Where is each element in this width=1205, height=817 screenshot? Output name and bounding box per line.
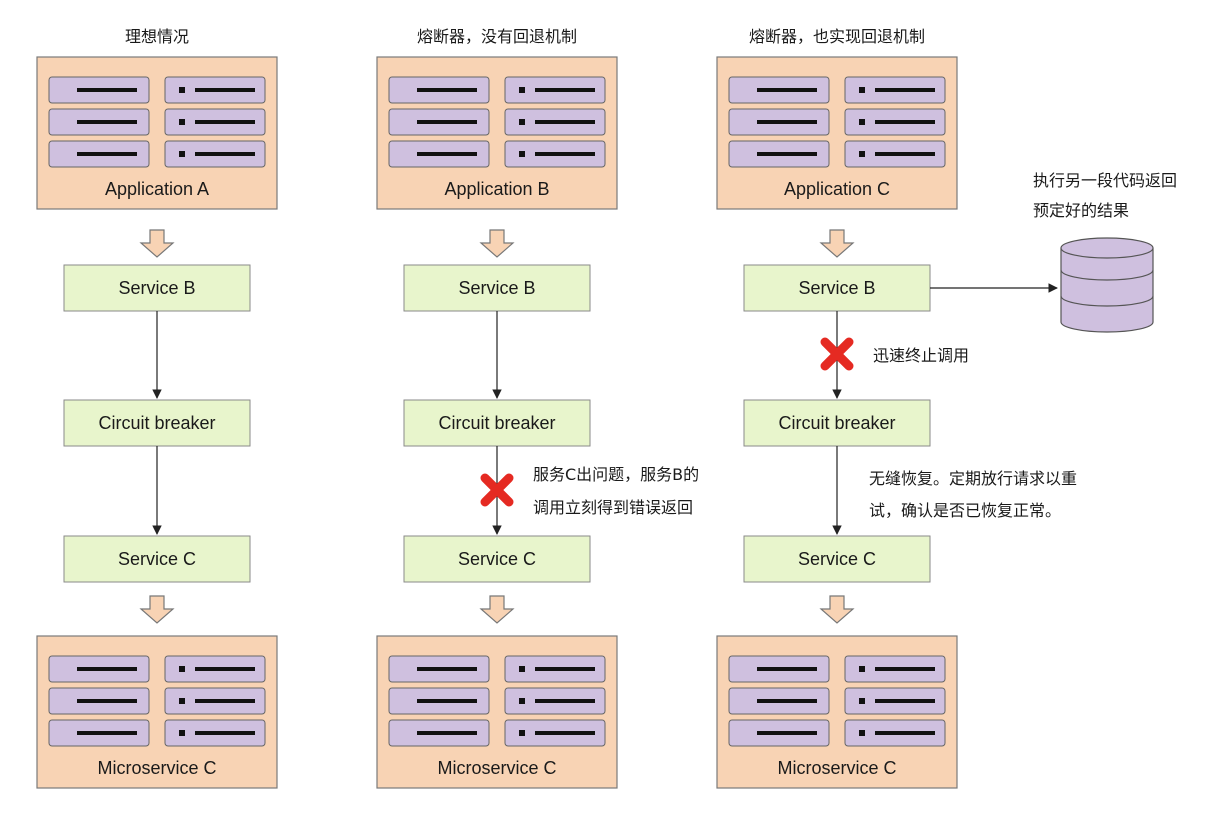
failure-note: 服务C出问题，服务B的 — [533, 465, 699, 484]
server-slot — [388, 108, 490, 136]
application-server: Application C — [716, 56, 958, 210]
flow-arrow — [139, 595, 175, 624]
error-x-icon — [480, 473, 514, 507]
circuit-breaker-box-label: Circuit breaker — [438, 413, 555, 433]
server-slot — [504, 140, 606, 168]
server-slot — [844, 719, 946, 747]
flow-arrow — [819, 595, 855, 624]
flow-arrow — [479, 595, 515, 624]
service-c-box-label: Service C — [118, 549, 196, 569]
service-b-box-label: Service B — [798, 278, 875, 298]
server-slot — [504, 76, 606, 104]
failure-note: 迅速终止调用 — [873, 346, 969, 365]
circuit-breaker-box: Circuit breaker — [403, 399, 591, 447]
column-title: 理想情况 — [125, 27, 189, 46]
server-slot — [48, 655, 150, 683]
application-server: Application B — [376, 56, 618, 210]
server-slot — [164, 76, 266, 104]
diagram-column-2: 熔断器，没有回退机制 Application B Service B Circuit … — [376, 27, 699, 789]
service-c-box-label: Service C — [458, 549, 536, 569]
server-slot — [844, 76, 946, 104]
column-title: 熔断器，也实现回退机制 — [749, 27, 925, 46]
server-slot — [164, 719, 266, 747]
server-slot — [728, 108, 830, 136]
diagram-column-1: 理想情况 Application A Service B Circuit breake… — [36, 27, 278, 789]
server-slot — [844, 140, 946, 168]
flow-arrow — [479, 229, 515, 258]
microservice-server-label: Microservice C — [777, 758, 896, 778]
server-slot — [504, 687, 606, 715]
microservice-server: Microservice C — [36, 635, 278, 789]
database-icon — [1060, 237, 1154, 333]
circuit-breaker-box-label: Circuit breaker — [98, 413, 215, 433]
server-slot — [164, 687, 266, 715]
service-b-box: Service B — [403, 264, 591, 312]
diagram-column-3: 熔断器，也实现回退机制 Application C Service B Circuit… — [716, 27, 1177, 789]
server-slot — [388, 140, 490, 168]
recovery-note: 试，确认是否已恢复正常。 — [869, 501, 1061, 520]
server-slot — [388, 76, 490, 104]
microservice-server-label: Microservice C — [97, 758, 216, 778]
server-slot — [388, 687, 490, 715]
fallback-note: 预定好的结果 — [1033, 201, 1129, 220]
server-slot — [728, 140, 830, 168]
circuit-breaker-box: Circuit breaker — [63, 399, 251, 447]
recovery-note: 无缝恢复。定期放行请求以重 — [869, 469, 1077, 488]
service-b-box-label: Service B — [118, 278, 195, 298]
fallback-note: 执行另一段代码返回 — [1033, 171, 1177, 190]
server-slot — [728, 719, 830, 747]
application-server: Application A — [36, 56, 278, 210]
service-b-box-label: Service B — [458, 278, 535, 298]
service-c-box: Service C — [63, 535, 251, 583]
server-slot — [388, 655, 490, 683]
flow-arrow — [819, 229, 855, 258]
server-slot — [728, 655, 830, 683]
error-x-icon — [820, 337, 854, 371]
circuit-breaker-box-label: Circuit breaker — [778, 413, 895, 433]
microservice-server: Microservice C — [716, 635, 958, 789]
failure-note: 调用立刻得到错误返回 — [533, 498, 693, 517]
server-slot — [164, 140, 266, 168]
microservice-server: Microservice C — [376, 635, 618, 789]
service-b-box: Service B — [743, 264, 931, 312]
service-c-box: Service C — [743, 535, 931, 583]
flow-arrow — [139, 229, 175, 258]
server-slot — [504, 719, 606, 747]
service-b-box: Service B — [63, 264, 251, 312]
server-slot — [504, 108, 606, 136]
server-slot — [844, 655, 946, 683]
server-slot — [728, 687, 830, 715]
microservice-server-label: Microservice C — [437, 758, 556, 778]
service-c-box-label: Service C — [798, 549, 876, 569]
server-slot — [164, 108, 266, 136]
application-server-label: Application B — [444, 179, 549, 199]
server-slot — [48, 719, 150, 747]
column-title: 熔断器，没有回退机制 — [417, 27, 577, 46]
server-slot — [844, 108, 946, 136]
server-slot — [48, 108, 150, 136]
server-slot — [48, 76, 150, 104]
application-server-label: Application A — [105, 179, 209, 199]
server-slot — [48, 687, 150, 715]
server-slot — [48, 140, 150, 168]
circuit-breaker-box: Circuit breaker — [743, 399, 931, 447]
server-slot — [164, 655, 266, 683]
service-c-box: Service C — [403, 535, 591, 583]
server-slot — [388, 719, 490, 747]
application-server-label: Application C — [784, 179, 890, 199]
server-slot — [504, 655, 606, 683]
server-slot — [728, 76, 830, 104]
server-slot — [844, 687, 946, 715]
